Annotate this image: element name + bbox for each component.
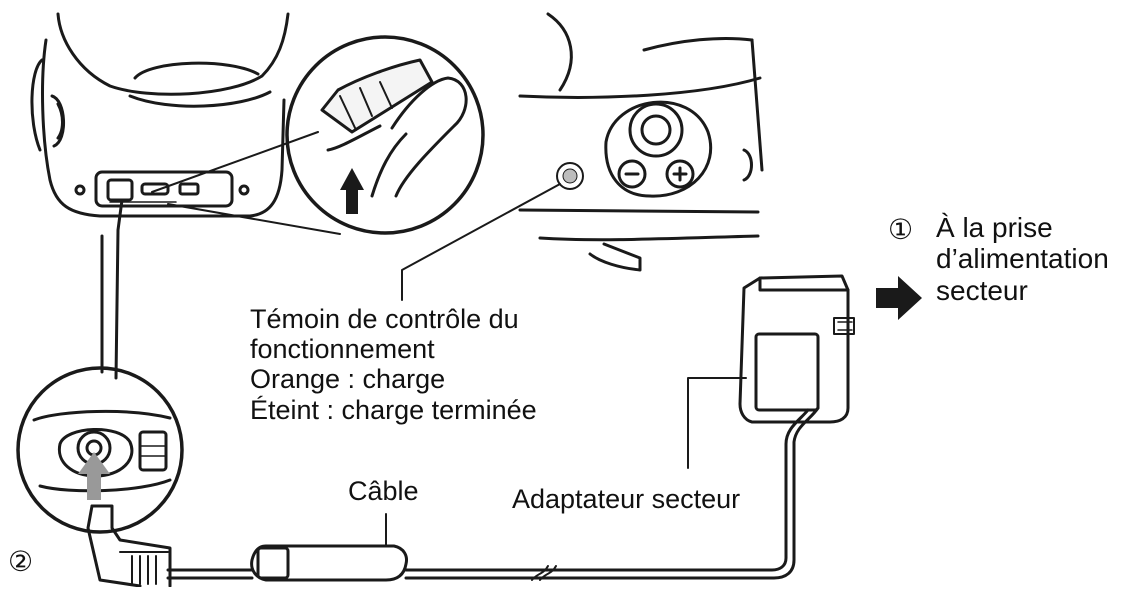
cable-label: Câble <box>348 476 419 506</box>
camera-body-right <box>518 12 764 272</box>
adapter-label: Adaptateur secteur <box>512 484 741 514</box>
dc-port-zoom <box>16 366 184 534</box>
ac-adapter <box>428 274 855 580</box>
indicator-leader <box>401 183 561 301</box>
port-cover-zoom <box>151 35 485 235</box>
step-1-marker: ① <box>888 213 914 246</box>
status-orange: Orange : charge <box>250 364 446 395</box>
outlet-label: À la prise d’alimentation secteur <box>936 212 1109 306</box>
outlet-label-line-2: d’alimentation <box>936 243 1109 275</box>
step-2-marker: ② <box>8 545 34 578</box>
indicator-label-line-1: Témoin de contrôle du <box>250 304 519 334</box>
dc-cable <box>166 544 432 582</box>
indicator-label: Témoin de contrôle du fonctionnement Ora… <box>250 304 537 425</box>
outlet-label-line-1: À la prise <box>936 212 1053 243</box>
port-leader <box>114 198 124 380</box>
indicator-label-line-2: fonctionnement <box>250 334 435 365</box>
camera-body-left <box>30 12 290 218</box>
status-off: Éteint : charge terminée <box>250 394 537 425</box>
dc-plug <box>86 504 172 588</box>
outlet-arrow-icon <box>876 276 922 320</box>
outlet-label-line-3: secteur <box>936 274 1028 306</box>
adapter-leader <box>687 377 747 469</box>
cable-break-mark <box>531 565 557 581</box>
